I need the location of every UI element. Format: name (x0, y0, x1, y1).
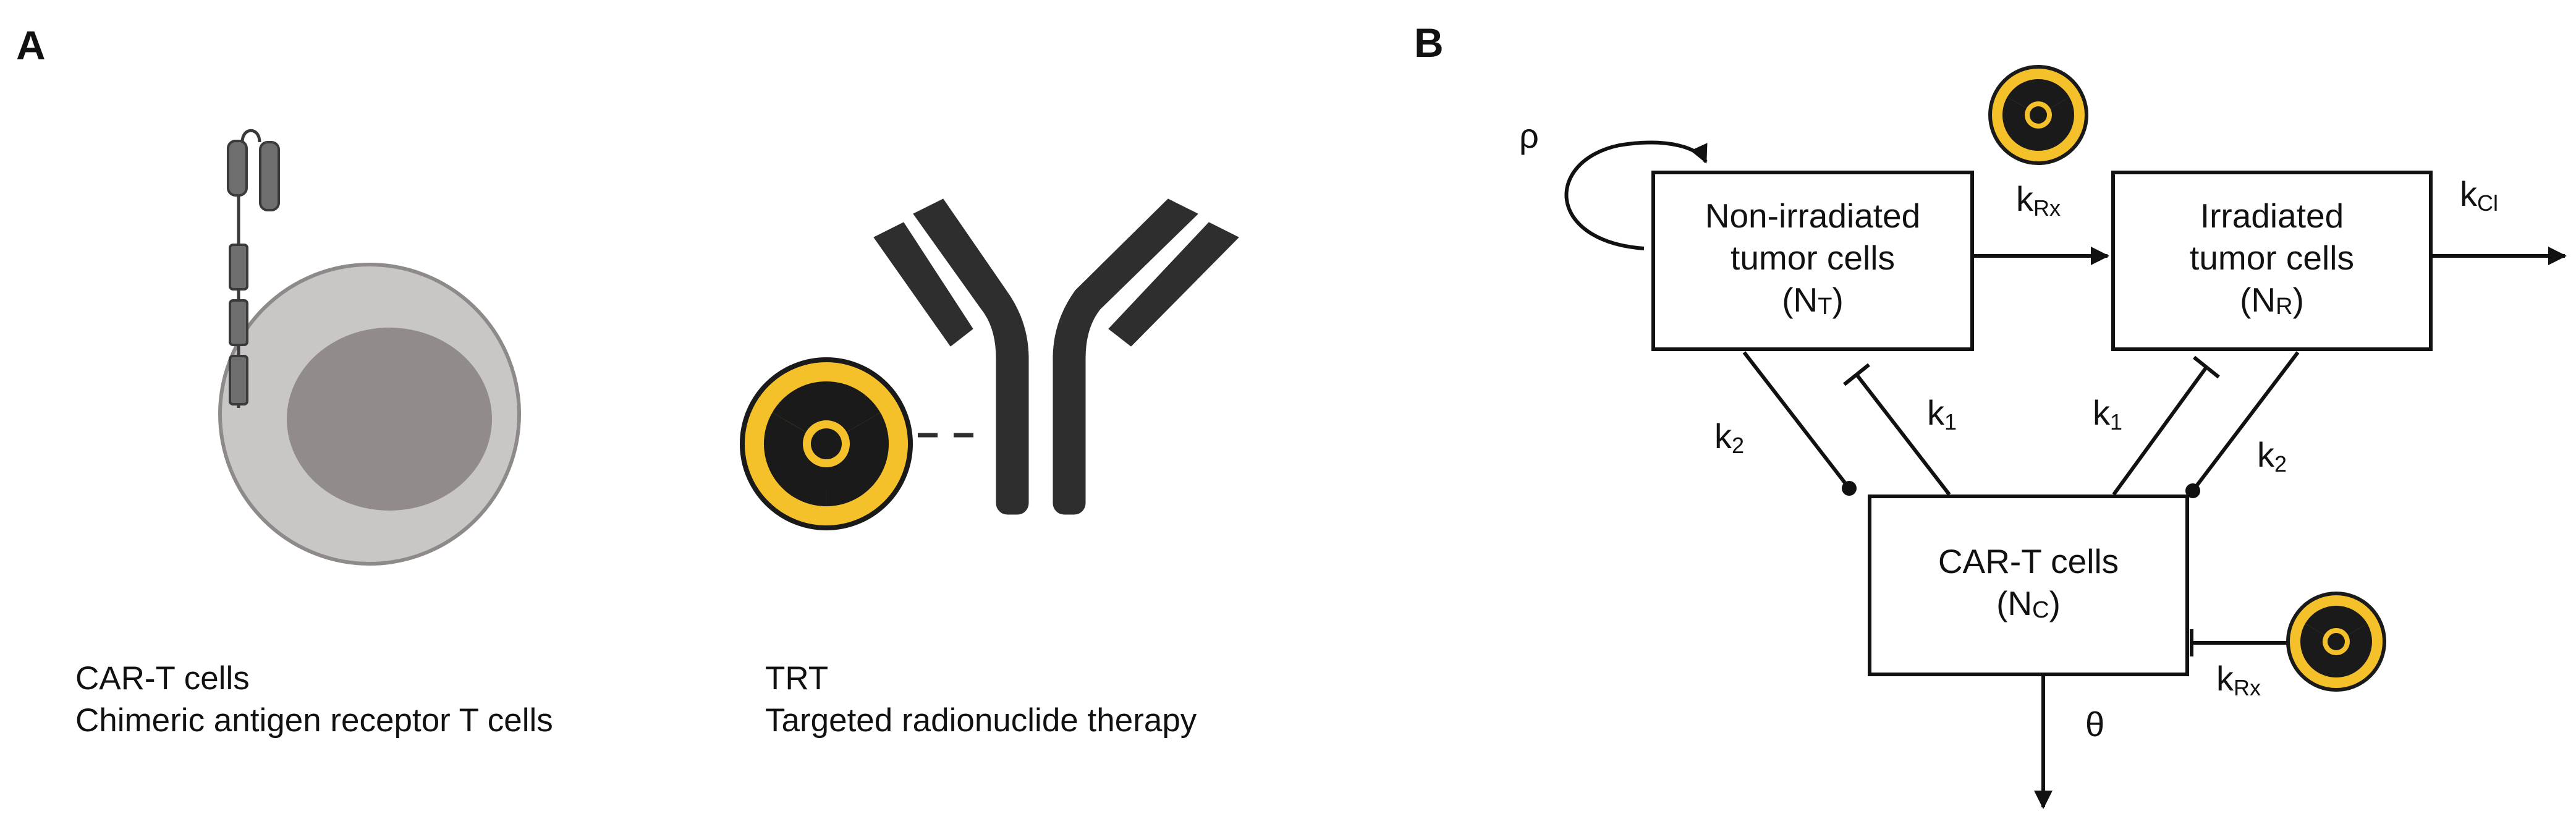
trt-caption-line1: TRT (765, 660, 829, 697)
k2-left-line (1742, 351, 1851, 490)
cart-caption: CAR-T cells Chimeric antigen receptor T … (75, 658, 553, 742)
cart-caption-line2: Chimeric antigen receptor T cells (75, 702, 553, 739)
krx-transfer-label: kRx (2016, 179, 2061, 221)
radiation-icon (1988, 65, 2088, 165)
car-t-symbol: (NC) (1996, 584, 2061, 623)
car-t-cell-icon (218, 129, 521, 566)
rho-loop (1564, 140, 1708, 250)
non-irradiated-tumor-box: Non-irradiated tumor cells (NT) (1651, 171, 1974, 351)
non-irradiated-symbol: (NT) (1782, 280, 1844, 320)
k1-right-label: k1 (2093, 393, 2123, 435)
cell-nucleus (287, 328, 492, 511)
cart-caption-line1: CAR-T cells (75, 660, 250, 697)
trt-caption-line2: Targeted radionuclide therapy (765, 702, 1197, 739)
irradiated-symbol: (NR) (2240, 280, 2304, 320)
k2-right-dot (2185, 483, 2200, 498)
k1-right-bar (2193, 355, 2220, 379)
radiation-icon (2286, 592, 2386, 692)
k2-left-label: k2 (1714, 417, 1745, 458)
k2-right-line (2191, 351, 2300, 492)
non-irradiated-line1: Non-irradiated (1705, 196, 1921, 235)
k1-right-line (2112, 366, 2208, 496)
k1-left-bar (1843, 363, 1870, 386)
k2-right-label: k2 (2257, 435, 2287, 477)
theta-label: θ (2085, 705, 2105, 744)
trt-caption: TRT Targeted radionuclide therapy (765, 658, 1197, 742)
k1-left-line (1855, 373, 1951, 496)
k2-left-dot (1842, 481, 1857, 496)
kcl-label: kCl (2460, 174, 2498, 216)
irradiated-line1: Irradiated (2200, 196, 2344, 235)
non-irradiated-line2: tumor cells (1731, 238, 1895, 277)
panel-b-label: B (1414, 20, 1444, 66)
car-t-cells-box: CAR-T cells (NC) (1868, 495, 2189, 676)
irradiated-tumor-box: Irradiated tumor cells (NR) (2111, 171, 2433, 351)
irradiated-line2: tumor cells (2190, 238, 2354, 277)
krx-cart-label: kRx (2216, 659, 2261, 700)
panel-a-label: A (16, 22, 46, 68)
antibody-icon (873, 198, 1239, 515)
radiation-icon (740, 357, 913, 530)
k1-left-label: k1 (1927, 393, 1957, 435)
rho-label: ρ (1519, 116, 1539, 155)
car-t-line1: CAR-T cells (1938, 541, 2119, 580)
car-receptor (227, 129, 280, 408)
